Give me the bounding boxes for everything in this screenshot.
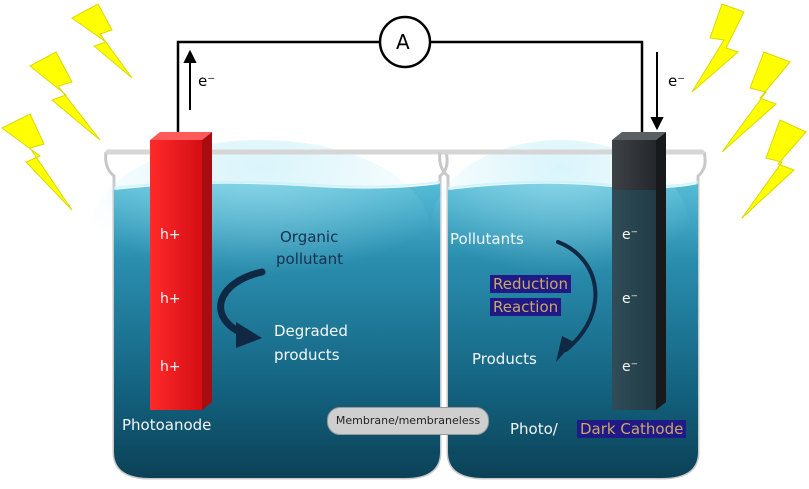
degraded-products-label-line1: Degraded bbox=[274, 322, 348, 340]
photoanode-electrode bbox=[150, 132, 212, 410]
cathode-label-highlight: Dark Cathode bbox=[577, 420, 687, 438]
lightning-bolt-icon bbox=[691, 3, 745, 93]
lightning-bolt-icon bbox=[721, 51, 791, 153]
electron-label: e⁻ bbox=[622, 359, 639, 375]
products-label: Products bbox=[472, 350, 537, 368]
lightning-bolts-right bbox=[691, 3, 807, 219]
electron-label-left: e⁻ bbox=[198, 72, 216, 90]
hole-label: h+ bbox=[160, 291, 181, 307]
lightning-bolts-left bbox=[1, 3, 133, 211]
curved-arrow-icon bbox=[556, 240, 598, 362]
cathode-label-prefix: Photo/ bbox=[510, 420, 558, 438]
organic-pollutant-label-line1: Organic bbox=[280, 228, 339, 246]
membrane-label: Membrane/membraneless bbox=[327, 407, 489, 435]
degraded-products-label-line2: products bbox=[274, 346, 340, 364]
lightning-bolt-icon bbox=[71, 3, 133, 79]
electron-flow-arrow-icon bbox=[183, 49, 664, 131]
reduction-reaction-label-line2: Reaction bbox=[490, 298, 562, 316]
lightning-bolt-icon bbox=[1, 113, 73, 211]
lightning-bolt-icon bbox=[29, 51, 101, 141]
dark-cathode-electrode bbox=[612, 132, 666, 410]
reduction-reaction-label-line1: Reduction bbox=[490, 275, 571, 293]
hole-label: h+ bbox=[160, 359, 181, 375]
electron-label: e⁻ bbox=[622, 291, 639, 307]
electron-label-right: e⁻ bbox=[668, 72, 686, 90]
hole-label: h+ bbox=[160, 227, 181, 243]
external-circuit-wire bbox=[176, 40, 644, 132]
ammeter-icon bbox=[378, 15, 432, 69]
pollutants-label: Pollutants bbox=[450, 230, 524, 248]
ammeter-label: A bbox=[396, 30, 410, 54]
electron-label: e⁻ bbox=[622, 227, 639, 243]
lightning-bolt-icon bbox=[741, 119, 807, 219]
photoanode-label: Photoanode bbox=[122, 416, 212, 434]
organic-pollutant-label-line2: pollutant bbox=[276, 250, 344, 268]
curved-arrow-icon bbox=[217, 268, 266, 348]
